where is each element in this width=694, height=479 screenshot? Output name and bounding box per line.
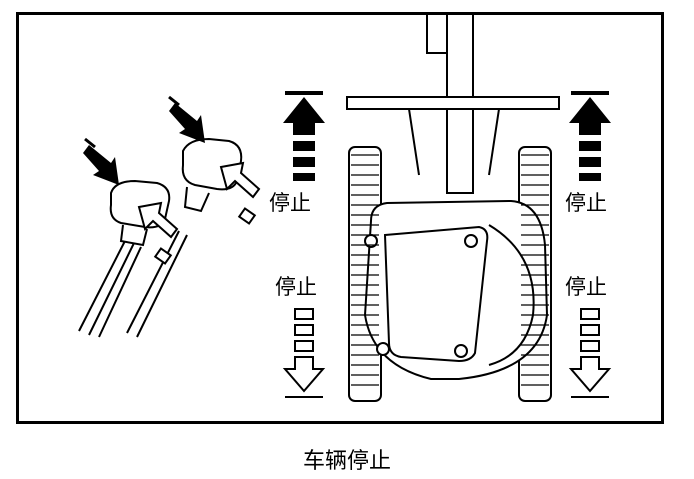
reverse-arrow-left: [282, 308, 326, 398]
excavator: [346, 15, 560, 402]
track-treads: [351, 154, 549, 386]
excavator-diagram: [78, 15, 612, 402]
stop-label-lower-right: 停止: [565, 275, 607, 299]
stop-label-lower-left: 停止: [275, 275, 317, 299]
forward-arrow-left: [283, 91, 325, 181]
press-down-arrows: [83, 103, 205, 185]
release-arrows: [137, 161, 261, 265]
figure-caption: 车辆停止: [302, 449, 391, 474]
motion-dashes: [84, 95, 180, 149]
stop-label-upper-right: 停止: [565, 191, 607, 215]
illustration-frame: 停止 停止 停止 停止: [16, 12, 664, 424]
stop-label-upper-left: 停止: [269, 191, 311, 215]
reverse-arrow-right: [568, 308, 612, 398]
forward-arrow-right: [569, 91, 611, 181]
